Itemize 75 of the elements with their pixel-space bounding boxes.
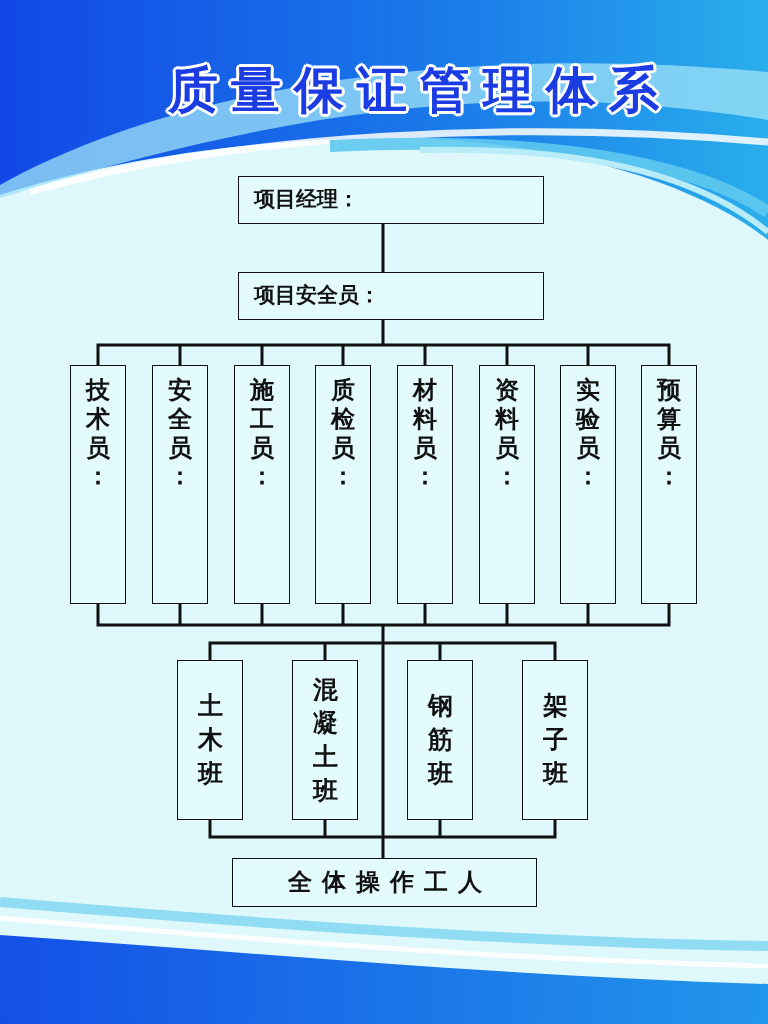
connector-line [586,345,590,365]
position-box [234,365,290,604]
connector-line [438,643,442,660]
team-label: 混凝土班 [312,673,338,807]
connector-line [588,604,671,627]
position-label: 项目经理： [254,187,359,213]
connector-line [507,623,588,627]
connector-line [325,835,383,839]
connector-line [423,604,427,625]
position-box [641,365,697,604]
position-label: 项目安全员： [254,283,380,309]
connector-line [505,604,509,625]
connector-line [383,835,440,839]
position-label: 安全员： [168,376,192,492]
connector-line [208,820,325,839]
connector-line [383,623,425,627]
team-label: 架子班 [542,690,568,790]
connector-line [343,343,383,347]
position-box [315,365,371,604]
connector-line [381,643,385,837]
connector-line [341,604,345,625]
team-box [177,660,243,820]
workers-label: 全体操作工人 [287,868,492,897]
connector-line [586,604,590,625]
position-box [560,365,616,604]
connector-line [505,345,509,365]
position-label: 资料员： [495,376,519,492]
connector-line [208,641,325,660]
team-box [407,660,473,820]
connector-line [440,820,557,839]
connector-line [423,345,427,365]
connector-line [323,820,327,837]
position-label: 质检员： [331,376,355,492]
connector-line [178,345,182,365]
team-box [292,660,358,820]
connector-line [507,343,588,347]
connector-line [381,837,385,858]
connector-line [180,343,262,347]
connector-line [588,343,671,365]
position-box [238,176,544,224]
connector-line [260,345,264,365]
connector-line [425,343,507,347]
team-box [522,660,588,820]
connector-line [178,604,182,625]
connector-line [440,641,557,660]
connector-line [262,343,343,347]
position-box [479,365,535,604]
position-label: 施工员： [250,376,274,492]
connector-line [260,604,264,625]
connector-line [381,625,385,643]
connector-line [180,623,262,627]
workers-box [232,858,537,907]
position-box [238,272,544,320]
connector-line [381,224,385,272]
connector-line [323,643,327,660]
position-box [152,365,208,604]
connector-line [262,623,343,627]
connector-line [438,820,442,837]
connector-line [425,623,507,627]
connector-line [96,343,180,365]
connector-line [341,345,345,365]
connector-line [96,604,180,627]
team-label: 钢筋班 [427,690,453,790]
connector-line [325,641,383,645]
position-label: 实验员： [576,376,600,492]
connector-line [383,343,425,347]
connector-line [343,623,383,627]
position-box [70,365,126,604]
position-label: 材料员： [413,376,437,492]
connector-line [383,641,440,645]
position-box [397,365,453,604]
position-label: 技术员： [86,376,110,492]
team-label: 土木班 [197,690,223,790]
connector-line [381,320,385,345]
position-label: 预算员： [657,376,681,492]
